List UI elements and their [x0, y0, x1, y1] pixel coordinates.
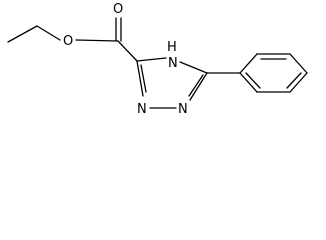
- ring-n4-label: N: [168, 56, 178, 71]
- bond-c3-n2: [136, 60, 144, 97]
- molecule-diagram: O O H N N N: [7, 2, 308, 117]
- bond-ph-6: [239, 72, 258, 93]
- ring-nh-hydrogen-label: H: [167, 40, 177, 55]
- atom-labels: O O H N N N: [63, 2, 188, 117]
- structure-svg: O O H N N N: [7, 2, 308, 117]
- bond-oxygen-carbonyl: [75, 39, 119, 42]
- bonds: [7, 17, 308, 109]
- bond-methyl-ch2: [7, 25, 38, 43]
- ring-n2-label: N: [137, 102, 147, 117]
- bond-n4-c5: [179, 61, 208, 74]
- bond-carbonyl-ring: [117, 40, 138, 62]
- bond-ph-inner-2: [286, 72, 302, 89]
- bond-ph-inner-3: [245, 72, 261, 89]
- bond-c3-n4: [136, 57, 167, 62]
- bond-c3-n2-double: [140, 64, 147, 93]
- ester-oxygen-label: O: [63, 34, 73, 49]
- bond-ph-1: [239, 53, 258, 74]
- bond-ch2-oxygen: [36, 25, 61, 41]
- ring-n1-label: N: [178, 102, 188, 117]
- bond-ph-4: [289, 72, 308, 93]
- bond-c5-n1: [189, 72, 208, 101]
- carbonyl-oxygen-label: O: [113, 2, 123, 17]
- bond-ph-3: [289, 53, 308, 74]
- bond-c5-n1-double: [188, 74, 204, 97]
